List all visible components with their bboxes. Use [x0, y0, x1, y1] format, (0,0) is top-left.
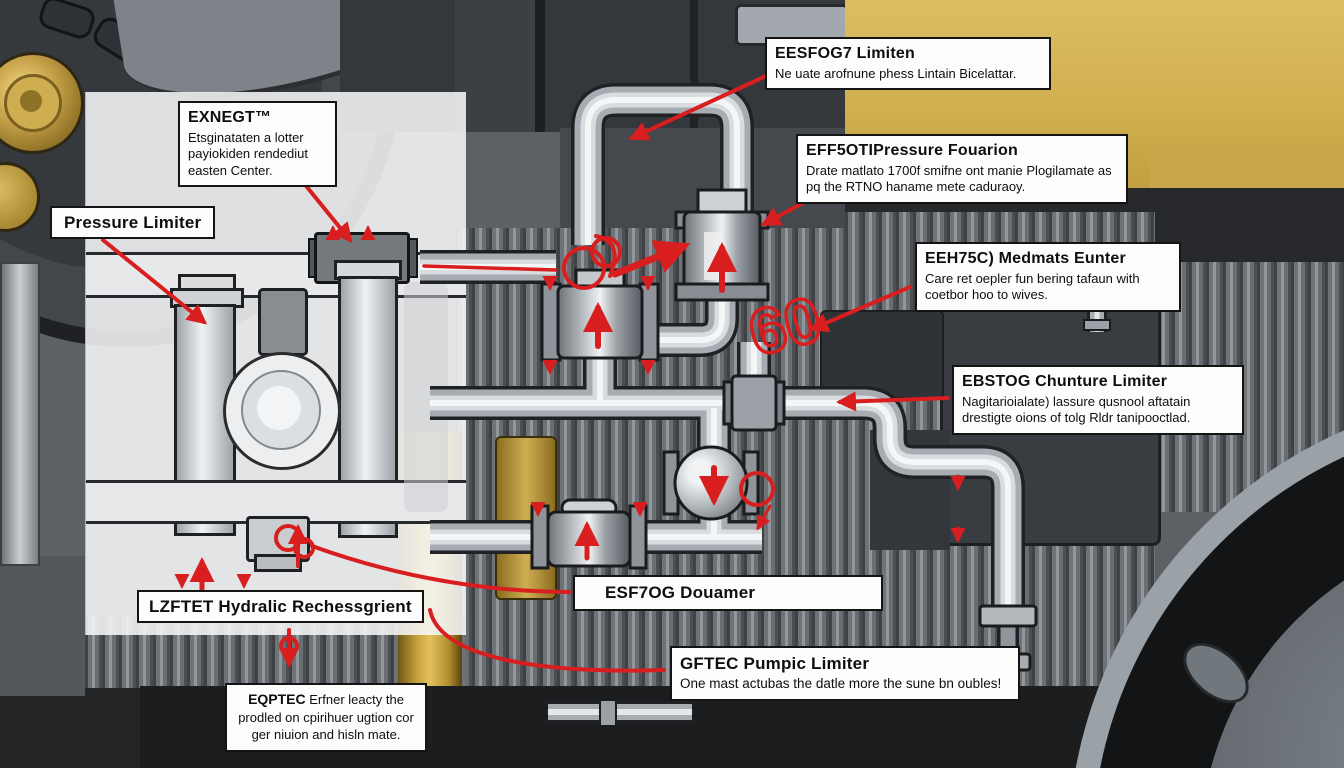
callout-exnegt: EXNEGT™ Etsginataten a lotter payiokiden…: [178, 101, 337, 187]
callout-title: EXNEGT™: [188, 109, 272, 126]
callout-title: EESFOG7 Limiten: [775, 45, 915, 62]
callout-body: Nagitarioialate) lassure qusnool aftatai…: [962, 394, 1191, 426]
callout-title: EQPTEC: [248, 691, 306, 707]
red-arrow: [836, 391, 950, 412]
red-tick-arrows: [174, 225, 966, 589]
side-wall: [0, 556, 85, 696]
callout-eesfog7-limiten: EESFOG7 Limiten Ne uate arofnune phess L…: [765, 37, 1051, 91]
callout-body: Care ret oepler fun bering tafaun with c…: [925, 271, 1140, 303]
callout-eeh75c-medmats-eunter: EEH75C) Medmats Eunter Care ret oepler f…: [915, 242, 1181, 312]
callout-title: EFF5OTIPressure Fouarion: [806, 142, 1018, 159]
red-lzftet-pointer: [279, 628, 299, 668]
red-arrow: [628, 74, 768, 141]
callout-body: Etsginataten a lotter payiokiden rendedi…: [188, 130, 308, 178]
callout-title: GFTEC Pumpic Limiter: [680, 654, 870, 673]
red-curve-to-douamer: [310, 544, 572, 594]
engine-seam: [690, 0, 698, 132]
callout-gftec-pumpic-limiter: GFTEC Pumpic Limiter One mast actubas th…: [670, 646, 1020, 702]
callout-esf7og-douamer: ESF7OG Douamer: [573, 575, 883, 612]
red-arrow-big: [611, 240, 691, 278]
left-edge-pipe: [0, 262, 40, 566]
housing-block: [820, 310, 944, 399]
gold-boss-center: [20, 90, 42, 112]
pipe-flange: [1083, 319, 1111, 331]
callout-body: One mast actubas the datle more the sune…: [680, 676, 1002, 692]
red-scribble-9: [562, 234, 622, 290]
callout-eff5oti-pressure-fouarion: EFF5OTIPressure Fouarion Drate matlato 1…: [796, 134, 1128, 204]
engine-block: [455, 0, 545, 132]
callout-eqptec: EQPTEC Erfner leacty the prodled on cpir…: [225, 683, 427, 752]
callout-ebstog-chunture-limiter: EBSTOG Chunture Limiter Nagitarioialate)…: [952, 365, 1244, 435]
callout-lzftet-hydralic: LZFTET Hydralic Rechessgrient: [137, 590, 424, 624]
callout-pressure-limiter: Pressure Limiter: [50, 206, 216, 240]
callout-title: LZFTET Hydralic Rechessgrient: [149, 597, 412, 616]
port-ring-inner: [257, 386, 301, 430]
callout-title: Pressure Limiter: [64, 213, 202, 232]
bottom-valve-cap: [254, 554, 302, 572]
cross-fitting: [722, 374, 786, 432]
red-arrow: [101, 238, 208, 325]
red-scribble-circle: [739, 471, 775, 531]
callout-body: Ne uate arofnune phess Lintain Bicelatta…: [775, 66, 1017, 81]
red-curve-to-gftec: [428, 608, 666, 673]
engine-seam: [535, 0, 545, 132]
callout-body: Drate matlato 1700f smifne ont manie Plo…: [806, 163, 1112, 195]
callout-title: EBSTOG Chunture Limiter: [962, 373, 1168, 390]
lower-frame-band: [0, 688, 140, 768]
red-scribble-loop: [274, 524, 315, 559]
callout-title: EEH75C) Medmats Eunter: [925, 250, 1126, 267]
scribble-60: 60: [742, 283, 828, 370]
red-arrow: [808, 285, 912, 332]
pipe-flange: [599, 699, 617, 727]
red-connector-line: [422, 264, 558, 272]
callout-title: ESF7OG Douamer: [605, 583, 756, 602]
callout-body: Erfner leacty the prodled on cpirihuer u…: [238, 692, 414, 743]
